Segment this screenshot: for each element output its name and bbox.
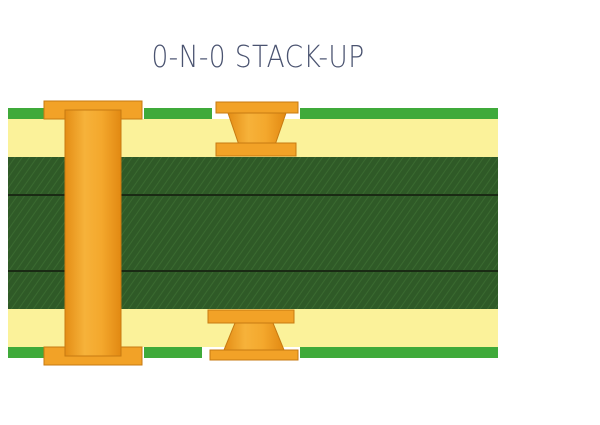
through-hole-via [43, 100, 143, 366]
bottom-copper-trace [144, 347, 202, 358]
top-copper-layer [8, 108, 498, 119]
top-copper-trace [300, 108, 498, 119]
diagram-title: 0-N-0 STACK-UP [151, 40, 365, 75]
bottom-microvia [207, 309, 299, 361]
bottom-copper-trace [300, 347, 498, 358]
top-copper-trace [144, 108, 212, 119]
top-microvia [215, 101, 299, 157]
top-copper-trace [8, 108, 44, 119]
bottom-copper-trace [8, 347, 44, 358]
bottom-copper-layer [8, 347, 498, 358]
